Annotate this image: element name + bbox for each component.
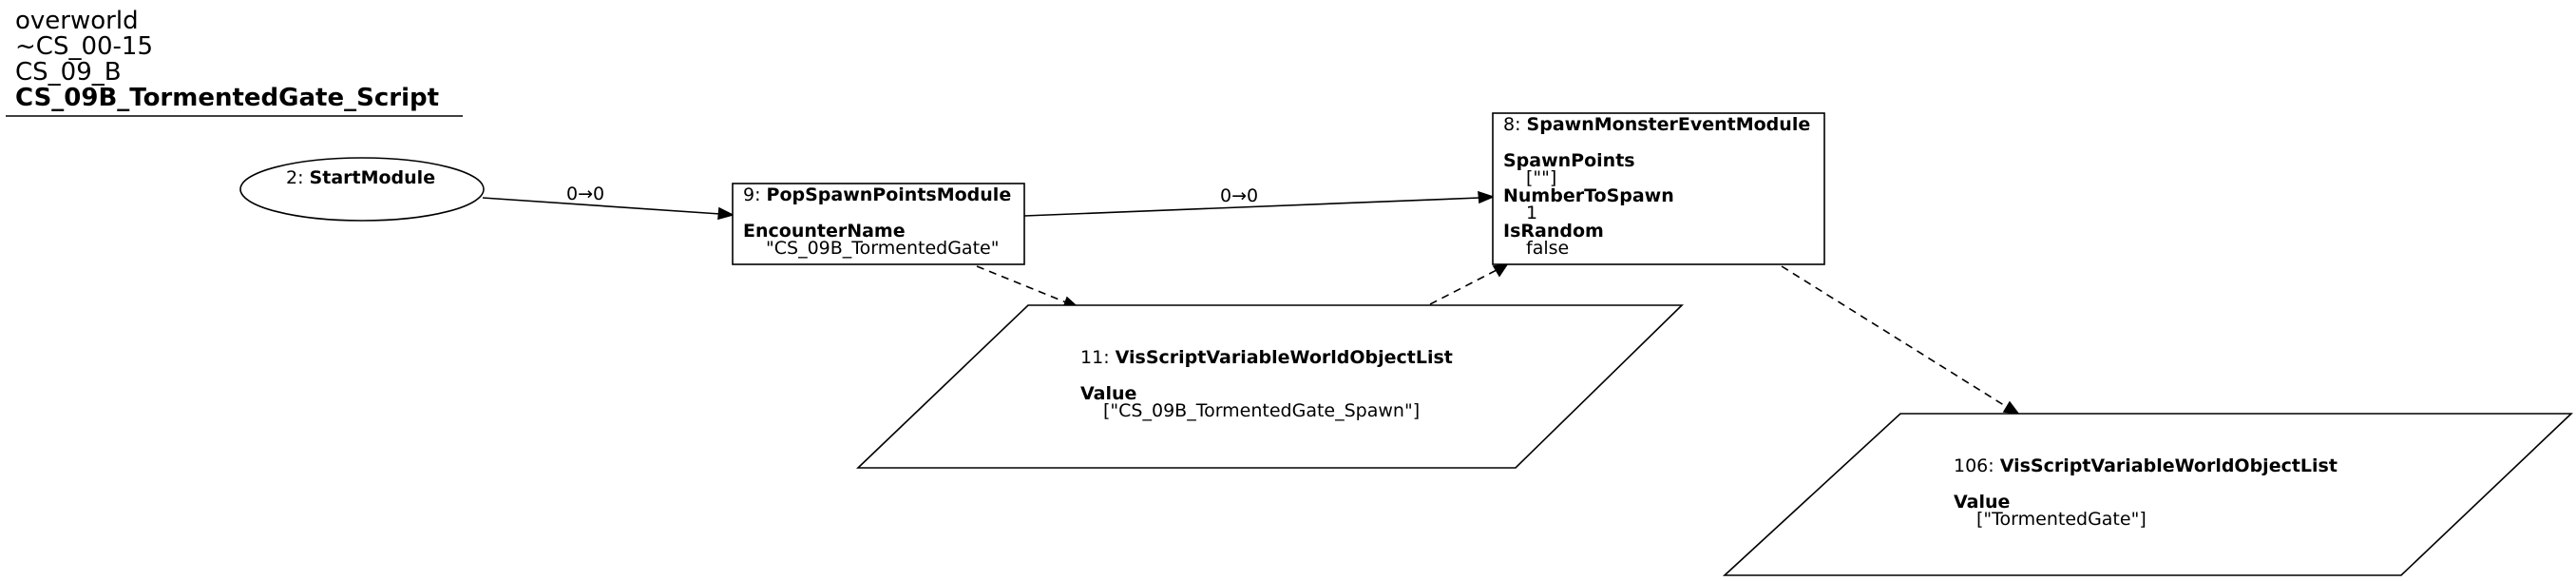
- arrowhead: [2002, 400, 2020, 416]
- node-title: 9: PopSpawnPointsModule: [743, 184, 1011, 205]
- edge-line: [976, 265, 1067, 303]
- node-spawn-monster-event[interactable]: 8: SpawnMonsterEventModule SpawnPoints […: [1492, 112, 1825, 265]
- prop-name: Value: [1954, 492, 2010, 513]
- prop-value: ["CS_09B_TormentedGate_Spawn"]: [1103, 400, 1420, 421]
- node-shape: [732, 183, 1025, 265]
- edge-start-to-pop[interactable]: 0→0: [482, 184, 735, 221]
- prop-name: IsRandom: [1503, 221, 1604, 242]
- prop-name: Value: [1080, 383, 1136, 404]
- edge-line: [482, 197, 721, 215]
- edge-label: 0→0: [1220, 185, 1258, 206]
- prop-value: [""]: [1526, 167, 1556, 188]
- node-title: 8: SpawnMonsterEventModule: [1503, 114, 1810, 135]
- edge-line: [1023, 197, 1480, 217]
- edge-pop-to-spawn[interactable]: 0→0: [1023, 185, 1496, 217]
- edge-pop-to-var-11[interactable]: [976, 265, 1079, 309]
- arrowhead: [1492, 262, 1509, 278]
- graph-header: overworld ~CS_00-15 CS_09_B CS_09B_Torme…: [6, 7, 463, 117]
- node-start-module[interactable]: 2: StartModule: [239, 157, 485, 222]
- node-title: 106: VisScriptVariableWorldObjectList: [1954, 455, 2337, 476]
- node-title: 11: VisScriptVariableWorldObjectList: [1080, 347, 1453, 368]
- node-pop-spawn-points[interactable]: 9: PopSpawnPointsModule EncounterName "C…: [732, 183, 1025, 265]
- edge-label: 0→0: [566, 184, 604, 204]
- edge-line: [1429, 269, 1498, 305]
- arrowhead: [717, 206, 735, 221]
- prop-name: NumberToSpawn: [1503, 185, 1674, 206]
- arrowhead: [1478, 190, 1496, 204]
- prop-value: ["TormentedGate"]: [1976, 509, 2147, 530]
- node-shape: [1722, 413, 2574, 576]
- node-shape: [856, 304, 1684, 469]
- header-line-cs-09-b: CS_09_B: [15, 58, 122, 87]
- prop-name: SpawnPoints: [1503, 150, 1635, 171]
- node-var-world-object-list-11[interactable]: 11: VisScriptVariableWorldObjectList Val…: [856, 304, 1684, 469]
- node-title: 2: StartModule: [286, 167, 435, 188]
- prop-value: 1: [1526, 203, 1537, 223]
- prop-value: false: [1526, 238, 1569, 259]
- edge-spawn-to-var-106[interactable]: [1781, 265, 2020, 416]
- script-name: CS_09B_TormentedGate_Script: [15, 84, 439, 112]
- node-shape: [1492, 112, 1825, 265]
- edge-var-11-to-spawn[interactable]: [1429, 262, 1509, 305]
- header-line-overworld: overworld: [15, 7, 139, 35]
- header-line-cs-range: ~CS_00-15: [15, 32, 153, 61]
- prop-value: "CS_09B_TormentedGate": [766, 238, 999, 259]
- prop-name: EncounterName: [743, 221, 906, 242]
- edge-line: [1781, 265, 2008, 408]
- node-var-world-object-list-106[interactable]: 106: VisScriptVariableWorldObjectList Va…: [1722, 413, 2574, 576]
- node-shape: [239, 157, 485, 222]
